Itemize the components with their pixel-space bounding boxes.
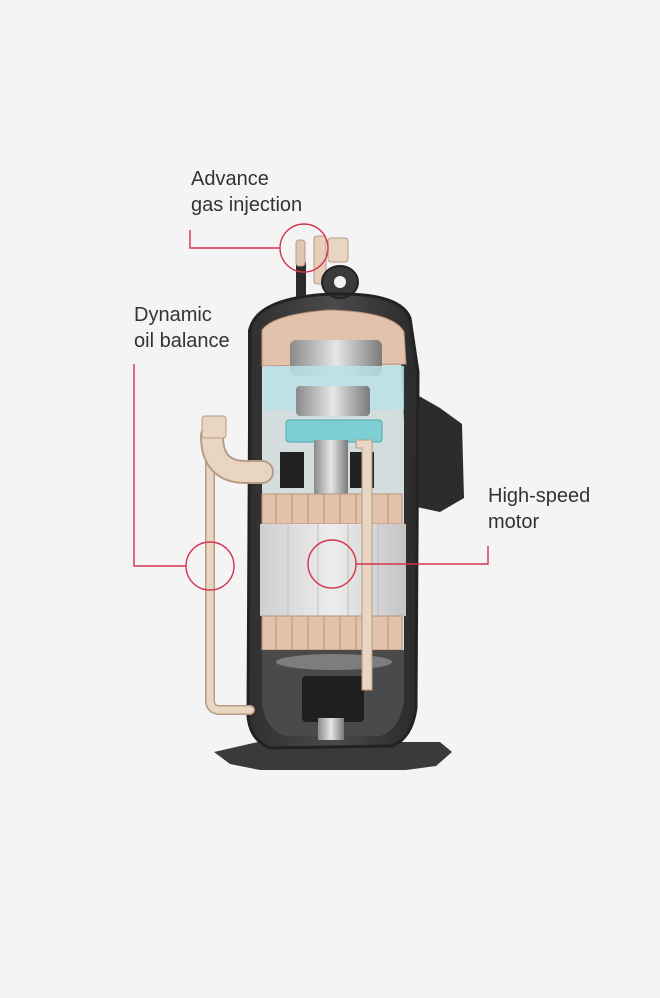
crankshaft [314,440,348,496]
motor-stator [260,524,406,616]
oil-return-tube [355,439,373,691]
oil-pump [302,676,364,722]
oil-balance-label: Dynamic oil balance [134,302,230,354]
discharge-pipe [313,235,327,285]
oil-balance-label-line1: Dynamic [134,304,212,326]
lower-winding [261,615,403,651]
discharge-fitting [327,237,349,263]
injection-pipe-dark [296,262,306,304]
oil-balance-leader [133,364,186,567]
terminal-box [412,392,464,512]
injection-pipe [295,239,306,267]
suction-fitting [201,415,227,439]
gas-injection-label-line1: Advance [191,168,269,190]
motor-label-line2: motor [488,511,540,533]
gas-injection-leader [189,230,280,249]
gas-injection-label-line2: gas injection [191,194,303,216]
motor-label-line1: High-speed [488,485,591,507]
gas-injection-label: Advance gas injection [191,166,302,218]
shell-outline [246,292,420,750]
motor-marker [307,539,357,589]
motor-label: High-speed motor [488,483,590,535]
upper-winding [261,493,403,525]
bearing-ring [285,419,383,443]
oil-balance-marker [185,541,235,591]
gas-injection-marker [279,223,329,273]
motor-leader [356,546,489,565]
oil-balance-label-line2: oil balance [134,330,230,352]
